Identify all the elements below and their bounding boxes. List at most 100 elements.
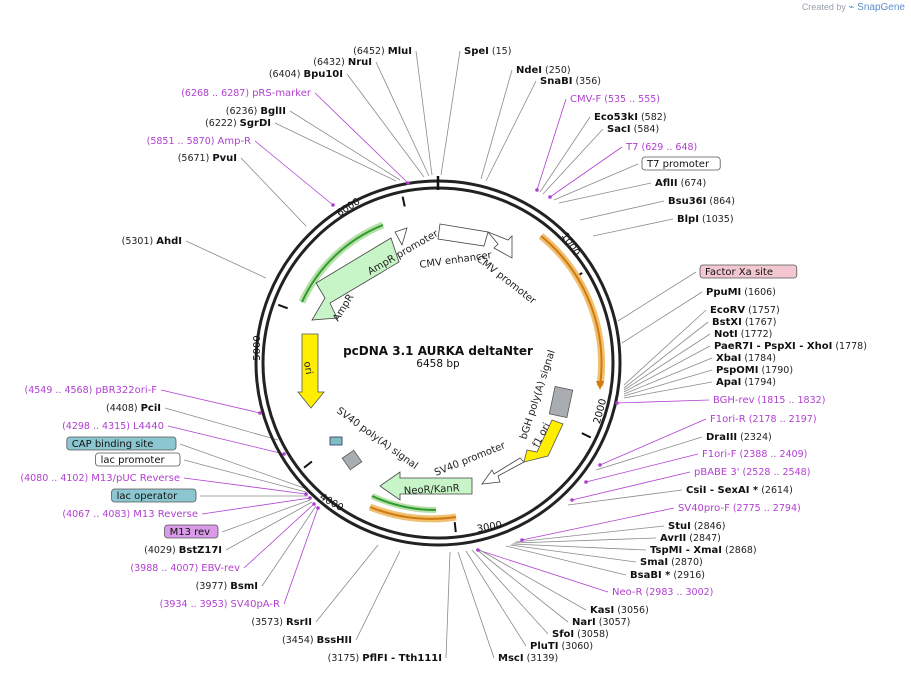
cmv-promoter-feature[interactable] xyxy=(487,231,513,259)
label-cmv-f[interactable]: CMV-F (535 .. 555) xyxy=(570,94,660,105)
label-sfoi[interactable]: SfoI (3058) xyxy=(552,629,609,640)
label-pos: (582) xyxy=(638,112,667,123)
label-bglii[interactable]: (6236) BglII xyxy=(226,106,286,117)
label-pbabe-3[interactable]: pBABE 3' (2528 .. 2548) xyxy=(694,467,810,478)
label-amp-r[interactable]: (5851 .. 5870) Amp-R xyxy=(147,136,251,147)
label-noti[interactable]: NotI (1772) xyxy=(714,329,772,340)
cap-binding-feature[interactable] xyxy=(329,436,343,446)
label-bstxi[interactable]: BstXI (1767) xyxy=(712,317,776,328)
label-t7-promoter[interactable]: T7 promoter xyxy=(641,156,721,171)
leader-smai xyxy=(509,544,637,563)
label-bsabi[interactable]: BsaBI * (2916) xyxy=(630,570,705,581)
label-pvui[interactable]: (5671) PvuI xyxy=(178,153,237,164)
leader-draiii xyxy=(595,436,703,471)
label-rsrii[interactable]: (3573) RsrII xyxy=(251,617,312,628)
leader-neo-r xyxy=(477,549,609,593)
label-msci[interactable]: MscI (3139) xyxy=(498,653,558,664)
label-neo-r[interactable]: Neo-R (2983 .. 3002) xyxy=(612,587,713,598)
label-spei[interactable]: SpeI (15) xyxy=(464,46,511,57)
label-blpi[interactable]: BlpI (1035) xyxy=(677,214,734,225)
leader-saci xyxy=(542,128,604,195)
cmv-enhancer-feature[interactable] xyxy=(437,223,489,247)
label-pos: (2846) xyxy=(691,521,726,532)
label-prs-marker[interactable]: (6268 .. 6287) pRS-marker xyxy=(181,88,312,99)
label-text-t7: T7 (629 .. 648) xyxy=(625,142,697,153)
label-bstz17i[interactable]: (4029) BstZ17I xyxy=(144,545,222,556)
label-pbr322ori-f[interactable]: (4549 .. 4568) pBR322ori-F xyxy=(25,385,158,396)
leader-stui xyxy=(515,525,665,543)
label-nari[interactable]: NarI (3057) xyxy=(572,617,630,628)
label-pos: (6404) xyxy=(269,69,304,80)
neor-kanr-feature[interactable] xyxy=(379,471,473,501)
label-pos: (2868) xyxy=(722,545,757,556)
label-draiii[interactable]: DraIII (2324) xyxy=(706,432,772,443)
label-mlui[interactable]: (6452) MluI xyxy=(353,46,412,57)
label-ndei[interactable]: NdeI (250) xyxy=(516,65,571,76)
label-kasi[interactable]: KasI (3056) xyxy=(590,605,649,616)
label-t7[interactable]: T7 (629 .. 648) xyxy=(625,142,697,153)
label-ahdi[interactable]: (5301) AhdI xyxy=(122,236,182,247)
label-bgh-rev[interactable]: BGH-rev (1815 .. 1832) xyxy=(713,395,825,406)
leader-ahdi xyxy=(185,240,267,279)
label-l4440[interactable]: (4298 .. 4315) L4440 xyxy=(62,421,164,432)
label-ecorv[interactable]: EcoRV (1757) xyxy=(710,305,780,316)
label-cap-binding-site[interactable]: CAP binding site xyxy=(66,436,177,451)
label-paer7i-pspxi-xhoi[interactable]: PaeR7I - PspXI - XhoI (1778) xyxy=(714,341,867,352)
label-lac-operator[interactable]: lac operator xyxy=(111,488,197,503)
label-text-ndei: NdeI (250) xyxy=(516,65,571,76)
sv40-polya-feature[interactable] xyxy=(341,449,363,471)
label-f1ori-r[interactable]: F1ori-R (2178 .. 2197) xyxy=(710,414,817,425)
leader-bsshii xyxy=(355,550,401,641)
label-stui[interactable]: StuI (2846) xyxy=(668,521,725,532)
label-xbai[interactable]: XbaI (1784) xyxy=(716,353,776,364)
label-pos: (3988 .. 4007) xyxy=(130,563,201,574)
label-smai[interactable]: SmaI (2870) xyxy=(640,557,703,568)
label-pos: (1757) xyxy=(745,305,780,316)
label-factor-xa-site[interactable]: Factor Xa site xyxy=(699,264,798,279)
label-apai[interactable]: ApaI (1794) xyxy=(716,377,776,388)
label-ori: ori xyxy=(301,361,314,376)
sv40-promoter-feature[interactable] xyxy=(481,457,525,485)
label-csii-sexai[interactable]: CsiI - SexAI * (2614) xyxy=(686,485,793,496)
leader-msci xyxy=(457,551,495,659)
label-bsu36i[interactable]: Bsu36I (864) xyxy=(668,196,735,207)
bgh-polya-feature[interactable] xyxy=(548,385,574,419)
label-pos: (2916) xyxy=(670,570,705,581)
leader-pvui xyxy=(240,157,307,227)
ampr-promoter-feature[interactable] xyxy=(394,227,408,247)
label-snabi[interactable]: SnaBI (356) xyxy=(540,76,601,87)
ori-feature[interactable] xyxy=(297,333,325,409)
leader-m13-puc-reverse xyxy=(183,477,307,495)
label-nrui[interactable]: (6432) NruI xyxy=(313,57,372,68)
f1-ori-feature[interactable] xyxy=(523,419,564,463)
label-pluti[interactable]: PluTI (3060) xyxy=(530,641,593,652)
label-eco53ki[interactable]: Eco53kI (582) xyxy=(594,112,667,123)
label-pflfi-tth111i[interactable]: (3175) PflFI - Tth111I xyxy=(328,653,442,664)
label-lac-promoter[interactable]: lac promoter xyxy=(95,452,181,467)
label-text-neo-r: Neo-R (2983 .. 3002) xyxy=(612,587,713,598)
label-ebv-rev[interactable]: (3988 .. 4007) EBV-rev xyxy=(130,563,240,574)
label-m13-reverse[interactable]: (4067 .. 4083) M13 Reverse xyxy=(62,509,198,520)
label-sv40pro-f[interactable]: SV40pro-F (2775 .. 2794) xyxy=(678,503,801,514)
label-m13-rev[interactable]: M13 rev xyxy=(164,524,219,539)
label-f1ori-f[interactable]: F1ori-F (2388 .. 2409) xyxy=(702,449,807,460)
label-text-msci: MscI (3139) xyxy=(498,653,558,664)
label-m13-puc-reverse[interactable]: (4080 .. 4102) M13/pUC Reverse xyxy=(20,473,180,484)
ampr-feature[interactable] xyxy=(311,237,400,321)
label-tspmi-xmai[interactable]: TspMI - XmaI (2868) xyxy=(650,545,757,556)
label-sv40pa-r[interactable]: (3934 .. 3953) SV40pA-R xyxy=(160,599,280,610)
label-saci[interactable]: SacI (584) xyxy=(607,124,659,135)
label-avrii[interactable]: AvrII (2847) xyxy=(660,533,721,544)
label-sgrdi[interactable]: (6222) SgrDI xyxy=(205,118,271,129)
box-factor-xa-site xyxy=(699,264,798,279)
label-bsmi[interactable]: (3977) BsmI xyxy=(196,581,258,592)
label-bsshii[interactable]: (3454) BssHII xyxy=(282,635,352,646)
label-pspomi[interactable]: PspOMI (1790) xyxy=(716,365,793,376)
label-name: F1ori-R xyxy=(710,414,746,425)
label-bpu10i[interactable]: (6404) Bpu10I xyxy=(269,69,343,80)
label-aflii[interactable]: AflII (674) xyxy=(655,178,706,189)
label-pos: (2983 .. 3002) xyxy=(643,587,714,598)
label-pcii[interactable]: (4408) PciI xyxy=(106,403,161,414)
label-ppumi[interactable]: PpuMI (1606) xyxy=(706,287,776,298)
label-text-eco53ki: Eco53kI (582) xyxy=(594,112,667,123)
